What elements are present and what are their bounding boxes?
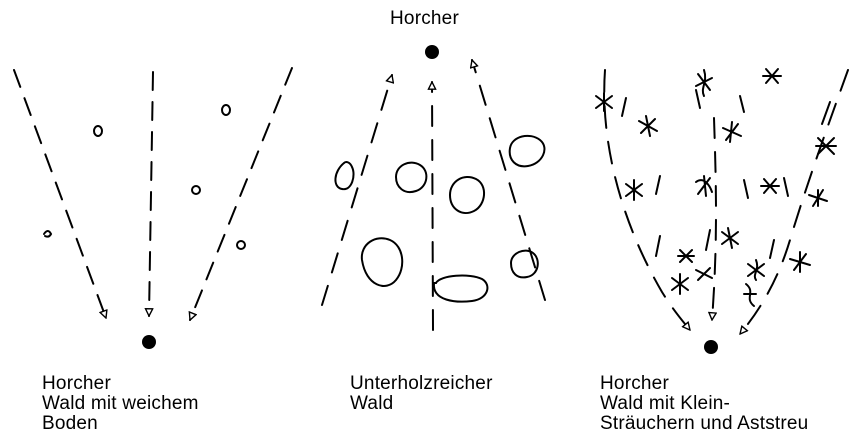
twig-stroke bbox=[740, 96, 744, 112]
sound-path-right bbox=[472, 60, 545, 300]
panel-undergrowth bbox=[322, 60, 545, 330]
listener-label-text: Horcher bbox=[390, 8, 459, 29]
ground-particle bbox=[94, 126, 102, 136]
caption-shrubs-branches: Horcher Wald mit Klein- Sträuchern und A… bbox=[600, 374, 808, 434]
ground-particle bbox=[44, 231, 51, 237]
shrub-scribble bbox=[816, 138, 836, 154]
shrub-scribble bbox=[722, 228, 738, 248]
caption-line: Wald mit weichem bbox=[42, 393, 199, 414]
shrub-scribble bbox=[639, 116, 657, 136]
caption-line: Horcher bbox=[600, 373, 669, 394]
caption-line: Horcher bbox=[42, 373, 111, 394]
panel-soft-ground bbox=[14, 68, 292, 320]
caption-line: Sträuchern und Aststreu bbox=[600, 413, 809, 434]
sound-path-left bbox=[322, 75, 392, 305]
twig-stroke bbox=[656, 176, 660, 194]
caption-soft-ground: Horcher Wald mit weichem Boden bbox=[42, 374, 199, 434]
undergrowth-bush bbox=[396, 163, 426, 192]
listener-dot-left bbox=[142, 335, 156, 349]
undergrowth-bush bbox=[335, 162, 353, 189]
shrub-scribble bbox=[790, 252, 810, 272]
sound-path-right bbox=[190, 68, 292, 320]
shrub-scribble bbox=[672, 274, 688, 294]
listener-dot-right bbox=[704, 340, 718, 354]
shrub-scribble bbox=[696, 176, 712, 196]
shrub-scribble bbox=[761, 179, 779, 193]
caption-line: Wald bbox=[350, 393, 394, 414]
listener-dot-top bbox=[425, 45, 439, 59]
shrub-scribble bbox=[763, 69, 781, 83]
sound-path-right bbox=[740, 70, 848, 334]
shrub-scribble bbox=[748, 260, 764, 280]
undergrowth-bush bbox=[450, 177, 484, 213]
shrub-scribble bbox=[744, 284, 756, 306]
sound-path-center bbox=[712, 118, 716, 320]
undergrowth-bush bbox=[362, 238, 402, 286]
twig-stroke bbox=[656, 236, 660, 256]
undergrowth-bush bbox=[434, 276, 488, 302]
panel-shrubs-and-branches bbox=[596, 69, 848, 334]
ground-particle bbox=[237, 241, 245, 249]
caption-line: Boden bbox=[42, 413, 98, 434]
shrub-scribble bbox=[809, 190, 827, 206]
shrub-scribble bbox=[596, 93, 612, 111]
sound-path-left bbox=[14, 70, 106, 318]
caption-undergrowth: Unterholzreicher Wald bbox=[350, 374, 493, 414]
shrub-scribble bbox=[723, 122, 741, 142]
undergrowth-bush bbox=[510, 136, 545, 166]
twig-stroke bbox=[770, 240, 774, 258]
listener-label-top: Horcher bbox=[390, 9, 459, 29]
ground-particle bbox=[222, 105, 230, 115]
shrub-scribble bbox=[696, 268, 712, 280]
sound-path-center bbox=[149, 72, 153, 316]
twig-stroke bbox=[784, 178, 788, 196]
twig-stroke bbox=[744, 180, 748, 198]
twig-stroke bbox=[622, 98, 626, 116]
shrub-scribble bbox=[696, 70, 712, 96]
twig-stroke bbox=[822, 102, 830, 124]
shrub-scribble bbox=[626, 180, 642, 200]
twig-stroke bbox=[706, 230, 710, 250]
ground-particle bbox=[192, 186, 200, 194]
shrub-scribble bbox=[678, 250, 694, 262]
sound-path-left bbox=[604, 70, 690, 330]
undergrowth-bush bbox=[511, 251, 538, 278]
caption-line: Unterholzreicher bbox=[350, 373, 493, 394]
twig-stroke bbox=[696, 90, 700, 108]
sound-path-center bbox=[432, 82, 433, 330]
caption-line: Wald mit Klein- bbox=[600, 393, 731, 414]
